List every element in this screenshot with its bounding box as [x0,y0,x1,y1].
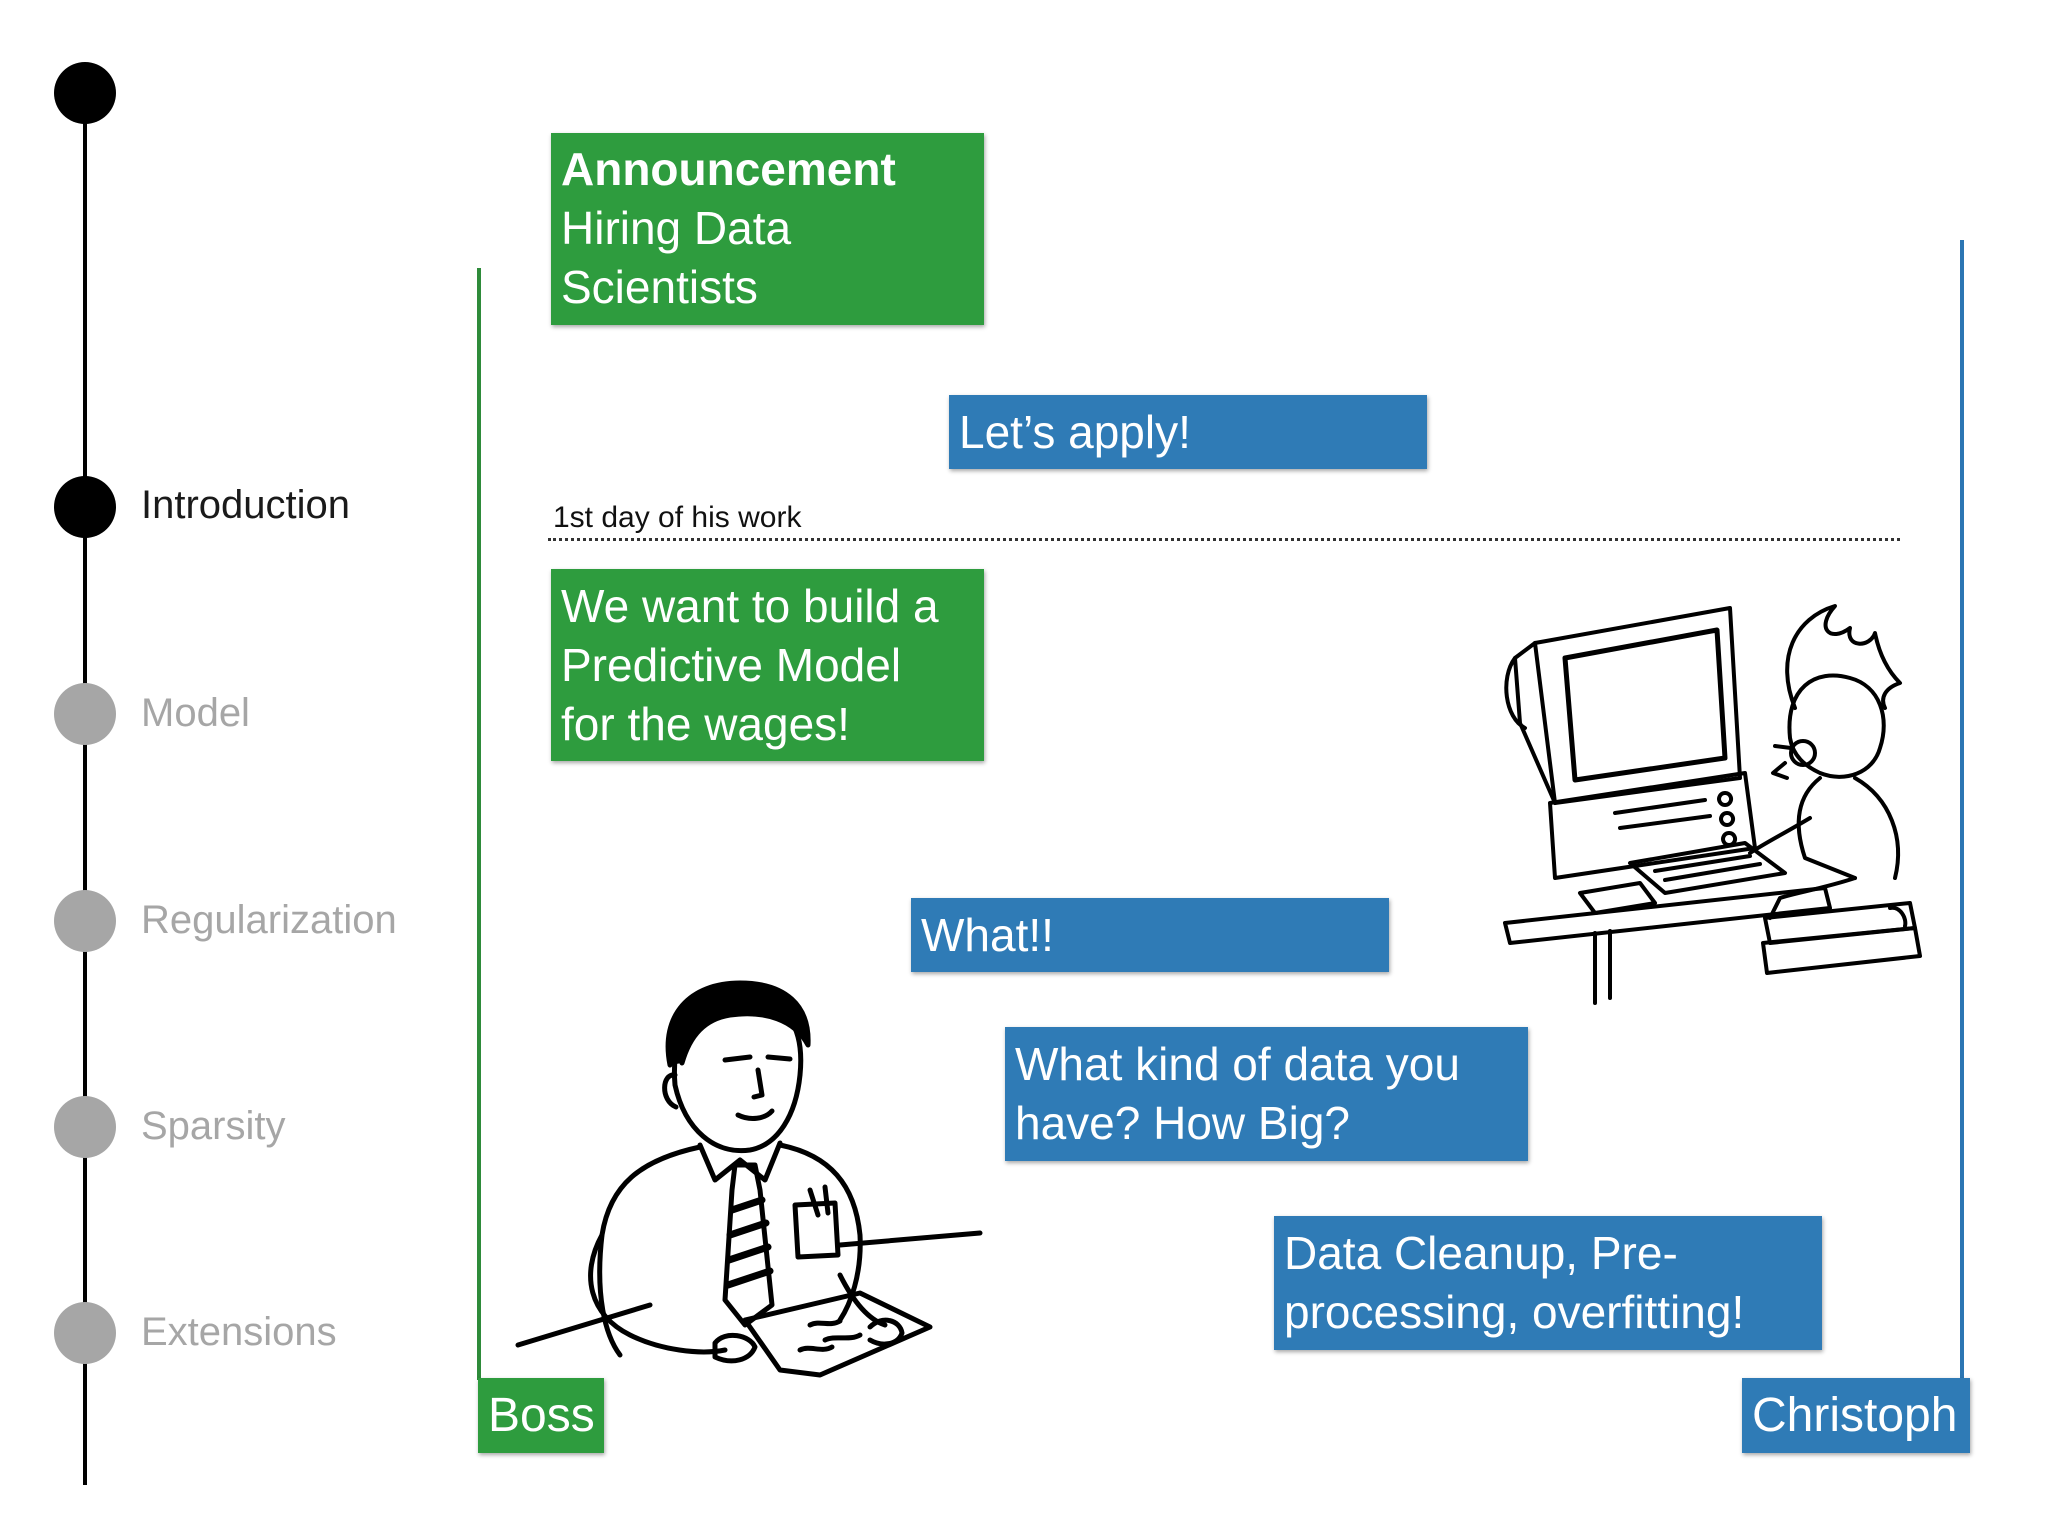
timeline-label-model: Model [141,691,250,735]
day-divider [548,538,1900,541]
announcement-line-2: Scientists [561,261,758,313]
timeline-dot-model [54,683,116,745]
boss-lifeline [477,268,481,1380]
timeline-label-introduction: Introduction [141,483,351,527]
christoph-illustration [1503,604,1922,1005]
timeline-line [83,90,87,1485]
actor-boss: Boss [478,1378,604,1453]
timeline-dot-sparsity [54,1096,116,1158]
cleanup-line-1: Data Cleanup, Pre- [1284,1227,1678,1279]
cleanup-line-2: processing, overfitting! [1284,1286,1745,1338]
timeline-dot-extensions [54,1302,116,1364]
predictive-line-2: Predictive Model [561,639,902,691]
timeline-label-sparsity: Sparsity [141,1104,286,1148]
message-predictive-model: We want to build a Predictive Model for … [551,569,984,761]
boss-illustration [515,980,983,1378]
announcement-line-1: Hiring Data [561,202,792,254]
actor-christoph: Christoph [1742,1378,1970,1453]
predictive-line-1: We want to build a [561,580,939,632]
timeline-dot-start [54,62,116,124]
christoph-lifeline [1960,240,1964,1380]
timeline-dot-introduction [54,476,116,538]
lets-apply-text: Let’s apply! [959,406,1191,458]
what-kind-line-2: have? How Big? [1015,1097,1350,1149]
divider-label: 1st day of his work [553,501,802,534]
message-data-cleanup: Data Cleanup, Pre- processing, overfitti… [1274,1216,1822,1350]
timeline-label-extensions: Extensions [141,1310,337,1354]
what-kind-line-1: What kind of data you [1015,1038,1460,1090]
message-what: What!! [911,898,1389,972]
announcement-title: Announcement [561,143,896,195]
timeline-label-regularization: Regularization [141,898,397,942]
timeline-dot-regularization [54,890,116,952]
predictive-line-3: for the wages! [561,698,850,750]
message-announcement: Announcement Hiring Data Scientists [551,133,984,325]
message-what-kind-of-data: What kind of data you have? How Big? [1005,1027,1528,1161]
what-text: What!! [921,909,1054,961]
message-lets-apply: Let’s apply! [949,395,1427,469]
